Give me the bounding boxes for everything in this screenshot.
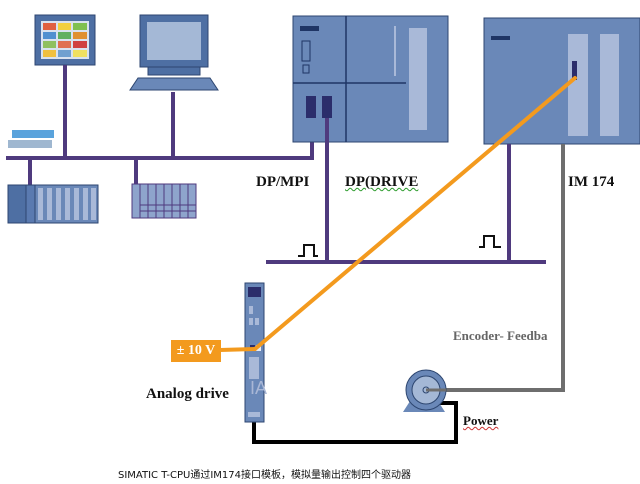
pulse-icon xyxy=(479,235,501,248)
power-cable xyxy=(252,401,458,444)
t-cpu-module xyxy=(292,15,449,143)
encoder-feedback-cable xyxy=(432,144,565,392)
dp-mpi-bus xyxy=(6,65,314,186)
im174-module xyxy=(483,17,640,145)
profibus-logo xyxy=(8,130,54,148)
im174-label: IM 174 xyxy=(568,174,615,190)
encoder-feedback-label: Encoder- Feedba xyxy=(453,328,548,343)
drive-watermark: IA xyxy=(250,378,268,398)
distributed-io xyxy=(131,183,197,219)
analog-signal-cable xyxy=(218,76,577,352)
diagram-caption: SIMATIC T-CPU通过IM174接口模板，模拟量输出控制四个驱动器 xyxy=(118,470,412,481)
dp-mpi-label: DP/MPI xyxy=(256,174,310,190)
pulse-icon xyxy=(298,244,318,257)
dp-drive-label: DP(DRIVE xyxy=(345,174,418,191)
pc-workstation xyxy=(129,14,219,91)
power-label-text: Power xyxy=(463,413,499,428)
hmi-panel xyxy=(34,14,96,66)
power-label: Power xyxy=(463,413,498,429)
s7-plc-rack xyxy=(7,184,99,224)
analog-drive-label: Analog drive xyxy=(146,386,229,402)
voltage-badge: ± 10 V xyxy=(171,340,221,362)
analog-drive-unit xyxy=(244,282,265,423)
dp-drive-label-text: DP(DRIVE xyxy=(345,174,419,190)
servo-motor xyxy=(403,369,447,412)
dp-drive-bus xyxy=(266,118,546,264)
